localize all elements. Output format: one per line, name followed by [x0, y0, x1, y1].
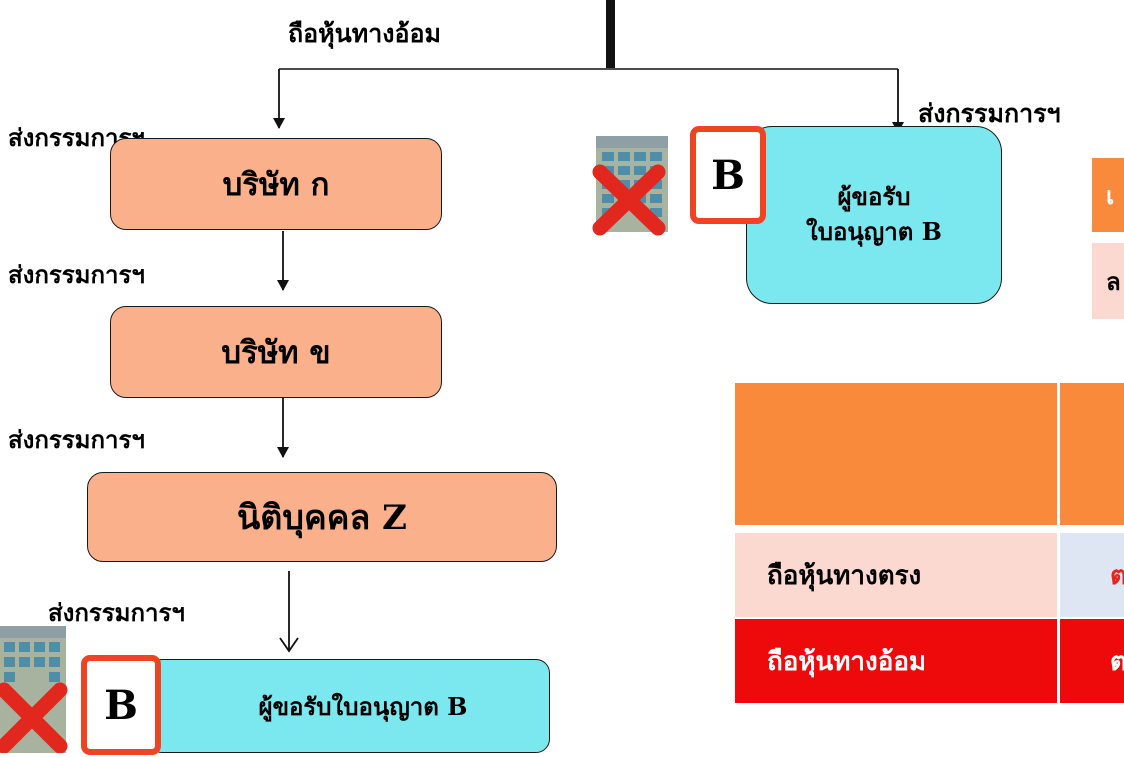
applicant-right-line1: ผู้ขอรับ	[837, 182, 911, 212]
row-indirect-label: ถือหุ้นทางอ้อม	[735, 619, 1057, 703]
send-director-label-right: ส่งกรรมการฯ	[918, 99, 1061, 128]
send-director-label-b: ส่งกรรมการฯ	[8, 260, 145, 289]
applicant-right-line2: ใบอนุญาต B	[806, 217, 942, 246]
entity-z-label: นิติบุคคล Z	[237, 498, 407, 538]
small-table-body-cell: ล	[1092, 243, 1124, 319]
company-a-box: บริษัท ก	[110, 138, 442, 230]
building-cross-icon-right	[592, 136, 672, 236]
company-b-label: บริษัท ข	[221, 335, 331, 371]
trunk-line	[606, 0, 615, 68]
table-header-right	[1060, 383, 1124, 525]
row-direct-value: ต	[1060, 533, 1124, 617]
row-indirect-value: ต	[1060, 619, 1124, 703]
applicant-box-bottom: ผู้ขอรับใบอนุญาต B	[148, 659, 550, 753]
company-b-box: บริษัท ข	[110, 306, 442, 398]
b-marker-bottom: B	[81, 655, 161, 755]
b-marker-right: B	[690, 126, 766, 224]
applicant-box-right: ผู้ขอรับ ใบอนุญาต B	[746, 126, 1002, 304]
top-label: ถือหุ้นทางอ้อม	[288, 19, 441, 48]
send-director-label-d: ส่งกรรมการฯ	[48, 598, 185, 627]
building-cross-icon-bottom	[0, 626, 74, 754]
entity-z-box: นิติบุคคล Z	[87, 472, 557, 562]
table-header-left	[735, 383, 1057, 525]
company-a-label: บริษัท ก	[222, 167, 330, 203]
small-table-header-cell: เ	[1092, 158, 1124, 232]
row-direct-label: ถือหุ้นทางตรง	[735, 533, 1057, 617]
send-director-label-c: ส่งกรรมการฯ	[8, 425, 145, 454]
applicant-bottom-label: ผู้ขอรับใบอนุญาต B	[258, 691, 468, 721]
